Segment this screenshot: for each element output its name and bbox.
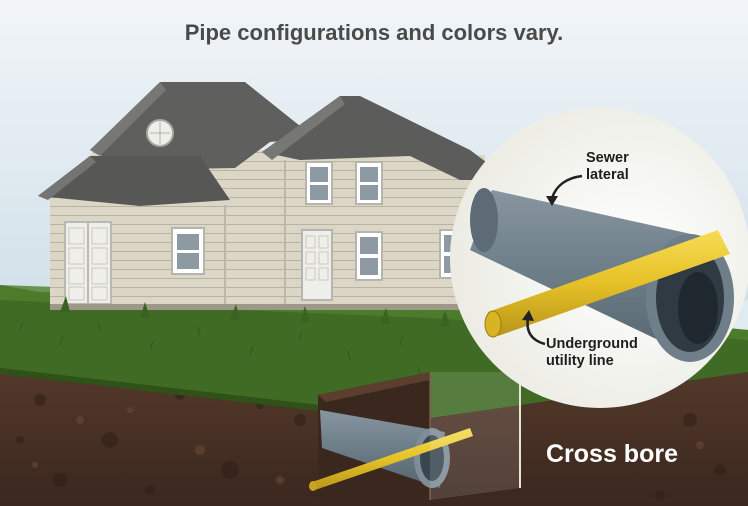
cross-bore-label: Cross bore xyxy=(546,440,678,468)
arrow-icon xyxy=(550,174,583,199)
sewer-pipe-small xyxy=(320,410,445,488)
utility-line-label: Underground utility line xyxy=(546,336,638,370)
utility-line-illustration xyxy=(484,230,730,338)
house-illustration xyxy=(38,82,510,310)
grass-tufts xyxy=(60,296,450,326)
arrow-icon-utility xyxy=(526,317,546,346)
utility-line-label-line1: Underground xyxy=(546,336,638,352)
page-title: Pipe configurations and colors vary. xyxy=(184,20,564,45)
arrow-head-sewer xyxy=(546,196,558,206)
soil-texture xyxy=(16,390,726,500)
utility-line-label-line2: utility line xyxy=(546,353,614,369)
sewer-lateral-label-line2: lateral xyxy=(586,167,629,183)
arrow-head-utility xyxy=(522,310,534,321)
utility-line-small xyxy=(312,428,473,490)
trench-rim xyxy=(318,372,430,402)
utility-line-small-end xyxy=(309,481,317,491)
soil-highlights xyxy=(32,407,704,484)
grass-texture xyxy=(19,321,421,376)
sewer-lateral-label-line1: Sewer xyxy=(586,150,629,166)
sewer-lateral-label: Sewer lateral xyxy=(586,150,629,184)
callout-beam xyxy=(430,372,520,500)
